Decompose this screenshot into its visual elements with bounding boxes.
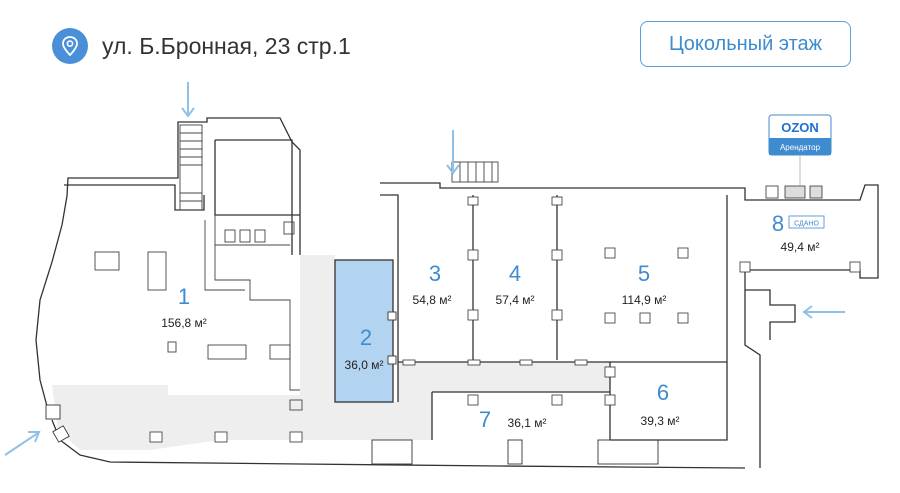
address-text: ул. Б.Бронная, 23 стр.1 — [102, 32, 351, 59]
tenant-label: Арендатор — [780, 143, 821, 152]
stairs-top-left — [179, 124, 203, 211]
room-7[interactable]: 7 36,1 м² — [479, 407, 547, 432]
room-2[interactable]: 2 36,0 м² — [345, 325, 384, 372]
room-8[interactable]: 8 СДАНО 49,4 м² — [772, 211, 825, 254]
room-area: 36,0 м² — [345, 358, 384, 372]
room-6[interactable]: 6 39,3 м² — [641, 380, 680, 428]
room-number: 8 — [772, 211, 784, 236]
room-number: 1 — [178, 284, 190, 309]
room-area: 114,9 м² — [622, 293, 667, 307]
corridor — [52, 255, 610, 450]
room-3[interactable]: 3 54,8 м² — [413, 261, 452, 307]
room-area: 36,1 м² — [508, 416, 547, 430]
room-area: 57,4 м² — [496, 293, 535, 307]
room-area: 156,8 м² — [161, 316, 207, 330]
room-1[interactable]: 1 156,8 м² — [161, 284, 207, 330]
entrance-arrow-bottom-left-icon — [4, 431, 41, 456]
room-area: 39,3 м² — [641, 414, 680, 428]
entrance-arrow-right-icon — [802, 305, 845, 319]
floor-selector-button[interactable]: Цокольный этаж — [640, 21, 851, 67]
map-pin-icon — [52, 28, 88, 64]
room-number: 7 — [479, 407, 491, 432]
room-2-area[interactable] — [334, 259, 397, 403]
room-number: 5 — [638, 261, 650, 286]
outer-walls — [35, 117, 879, 469]
entrance-arrow-top-center-icon — [446, 130, 460, 175]
entrance-arrow-top-left-icon — [181, 82, 195, 118]
address-header: ул. Б.Бронная, 23 стр.1 — [52, 22, 351, 70]
status-badge — [788, 215, 825, 229]
room-4[interactable]: 4 57,4 м² — [496, 261, 535, 307]
room-number: 3 — [429, 261, 441, 286]
room-dividers — [45, 185, 861, 465]
ozon-logo: OZON — [781, 120, 819, 135]
room-number: 4 — [509, 261, 521, 286]
room-1-walls — [94, 139, 303, 411]
room-area: 54,8 м² — [413, 293, 452, 307]
room-number: 2 — [360, 325, 372, 350]
room-5[interactable]: 5 114,9 м² — [622, 261, 667, 307]
status-badge-text: СДАНО — [794, 221, 819, 228]
room-number: 6 — [657, 380, 669, 405]
room-area: 49,4 м² — [781, 240, 820, 254]
tenant-badge: OZON Арендатор — [768, 114, 832, 185]
